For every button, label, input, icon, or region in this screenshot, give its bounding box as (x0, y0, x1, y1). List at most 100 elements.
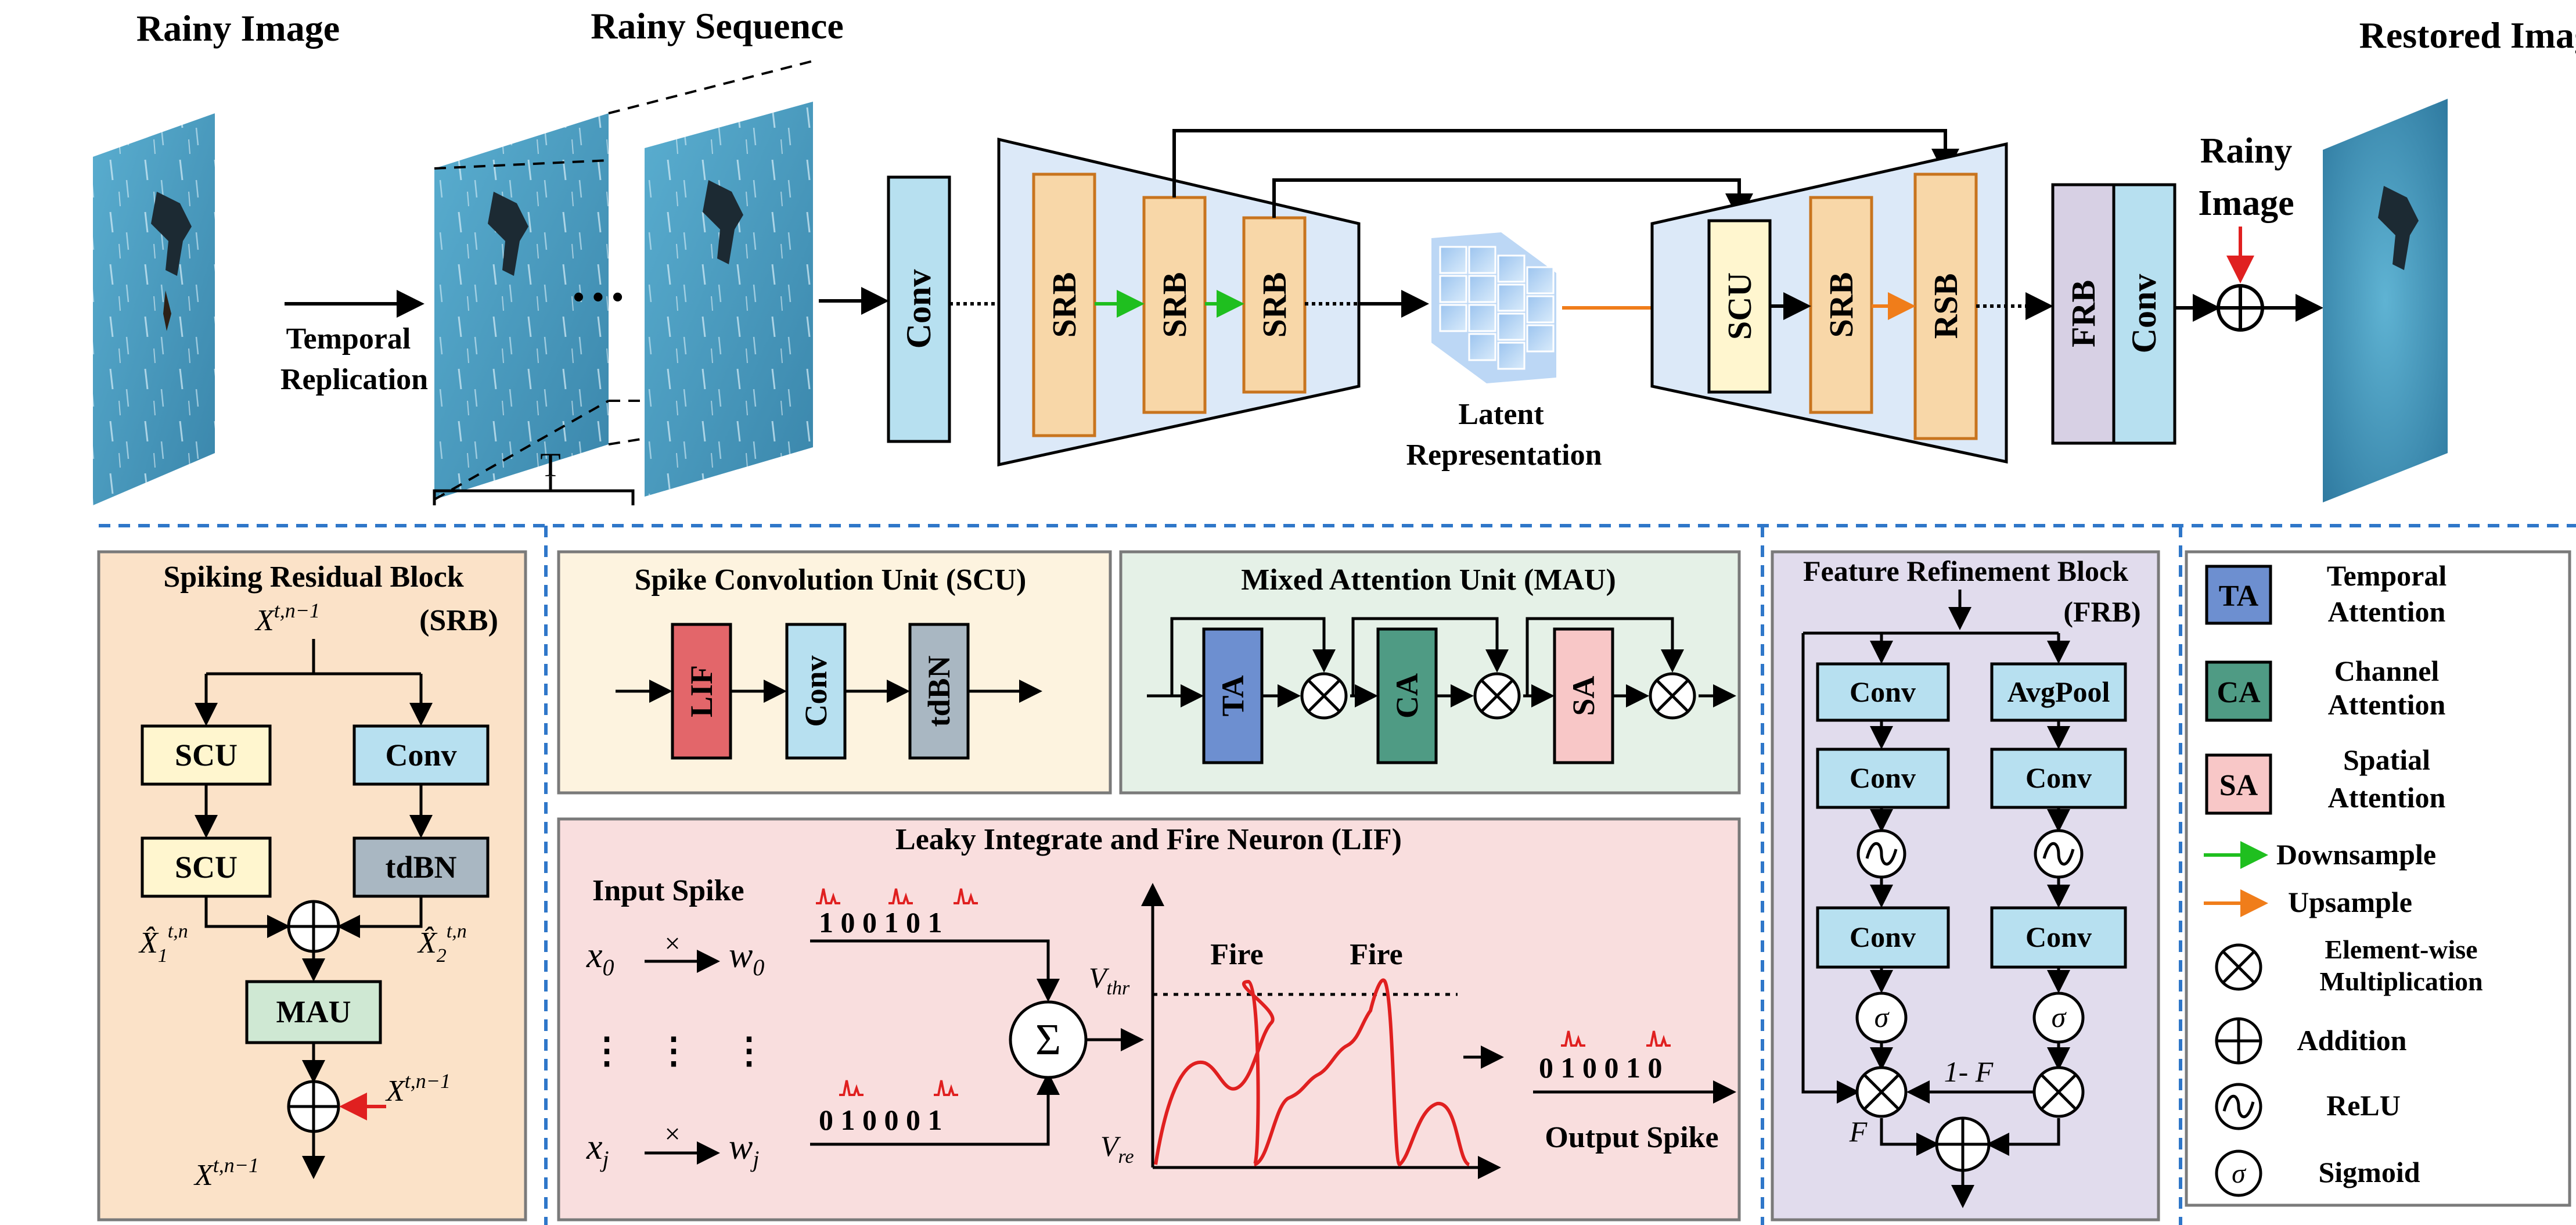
srb-block-2-label: SRB (1156, 272, 1193, 338)
lif-bits-top-line (810, 939, 1060, 1002)
scu-lif-label: LIF (684, 665, 719, 717)
frb-panel-abbr: (FRB) (2063, 595, 2140, 628)
svg-text:Σ: Σ (1035, 1015, 1061, 1064)
srb-block-3-label: SRB (1255, 272, 1293, 338)
legend-elementwise-label-2: Multiplication (2319, 967, 2483, 996)
lif-spikes-top (816, 888, 978, 904)
legend-sa-label-1: Spatial (2343, 743, 2430, 776)
lif-spikes-bottom (839, 1080, 958, 1096)
srb-scu-2-label: SCU (175, 850, 238, 885)
svg-text:σ: σ (2052, 1001, 2067, 1033)
frb-conv-3-label: Conv (2025, 761, 2092, 794)
scu-tdbn-label: tdBN (922, 655, 956, 727)
frb-panel-title: Feature Refinement Block (1803, 555, 2128, 587)
legend-sigmoid-icon: σ (2215, 1149, 2262, 1197)
lif-bits-bottom-line (810, 1072, 1060, 1146)
srb-block-3 (1242, 216, 1307, 394)
sequence-dashed-connectors (434, 60, 814, 501)
section-separators (99, 524, 2576, 1225)
legend-downsample-label: Downsample (2276, 838, 2436, 871)
mau-mult-ops (1300, 672, 1696, 720)
mau-panel-title: Mixed Attention Unit (MAU) (1241, 563, 1616, 597)
srb-block-1 (1032, 173, 1096, 437)
legend-ca-swatch (2205, 660, 2272, 722)
skip-connection-inner (1272, 178, 1753, 221)
scu-lif (671, 623, 732, 760)
legend-ca-abbr: CA (2217, 676, 2261, 709)
scu-conv (785, 623, 847, 760)
skip-connection-outer (1172, 129, 1959, 197)
lif-out-bits: 0 1 0 0 1 0 (1539, 1051, 1663, 1084)
srb-tdbn-label: tdBN (385, 850, 456, 885)
legend-sigmoid-label: Sigmoid (2318, 1156, 2420, 1188)
legend-relu-label: ReLU (2326, 1089, 2401, 1122)
rsb-block-decoder-label: RSB (1927, 274, 1965, 339)
frb-conv-1-label: Conv (1850, 676, 1916, 708)
srb-panel-title: Spiking Residual Block (163, 561, 463, 594)
frb-mult-ops (1855, 1066, 2085, 1118)
frb-conv-4 (1816, 906, 1950, 969)
legend-upsample-label: Upsample (2288, 886, 2412, 918)
legend-ta-abbr: TA (2219, 580, 2259, 613)
srb-scu-1 (141, 724, 272, 786)
mau-sa (1553, 627, 1614, 764)
scu-panel-title: Spike Convolution Unit (SCU) (635, 563, 1027, 597)
lif-output-spike-label: Output Spike (1545, 1121, 1718, 1154)
legend-ta-label-2: Attention (2328, 595, 2446, 628)
frb-conv-3 (1990, 748, 2127, 809)
legend-multiplication-icon (2215, 943, 2262, 991)
frb-conv-1 (1816, 662, 1950, 722)
srb-add-1 (287, 900, 340, 953)
latent-label-1: Latent (1458, 398, 1544, 431)
frb-add-op (1935, 1116, 1991, 1172)
scu-conv-label: Conv (798, 655, 833, 727)
lif-fire-2: Fire (1350, 938, 1402, 971)
restored-image (2323, 99, 2448, 502)
srb-panel-arrows (195, 639, 433, 1179)
mau-sa-label: SA (1566, 676, 1601, 716)
rainy-sequence-frame-2 (645, 102, 813, 497)
lif-bits-top: 1 0 0 1 0 1 (819, 906, 942, 939)
legend-ca-label-1: Channel (2334, 655, 2440, 687)
lif-membrane-curve (1154, 978, 1470, 1167)
legend-sa-label-2: Attention (2328, 781, 2446, 814)
legend-elementwise-label-1: Element-wise (2325, 935, 2477, 964)
frb-f: F (1849, 1115, 1868, 1148)
legend-addition-icon (2215, 1017, 2262, 1065)
scu-tdbn (908, 623, 970, 760)
srb-scu-2 (141, 836, 272, 898)
restored-image-title: Restored Image (2359, 15, 2576, 56)
mau-panel-arrows (1147, 617, 1736, 707)
legend-sa-abbr: SA (2219, 769, 2258, 802)
rainy-sequence-frame-1 (434, 113, 609, 500)
sequence-ellipsis: • • • (573, 279, 624, 315)
rainy-image-small-label-2: Image (2198, 184, 2294, 223)
legend-ta-swatch (2205, 565, 2272, 625)
scu-block-decoder-label: SCU (1721, 272, 1758, 340)
conv-block-tail-label: Conv (2125, 274, 2163, 354)
lif-vdots: ⋮ (589, 1032, 625, 1071)
legend-ta-label-1: Temporal (2327, 559, 2447, 592)
rainy-sequence-title: Rainy Sequence (591, 5, 844, 46)
rainy-image-small-label-1: Rainy (2200, 131, 2292, 171)
srb-block-decoder-label: SRB (1822, 272, 1860, 338)
srb-conv (352, 724, 490, 786)
frb-conv-2 (1816, 748, 1950, 809)
conv-block-head (887, 175, 951, 443)
lif-input-spike: Input Spike (592, 874, 744, 907)
frb-block-label: FRB (2064, 280, 2102, 347)
rainy-image-title: Rainy Image (136, 8, 340, 49)
conv-block-tail (2112, 183, 2176, 445)
rainy-input-image (93, 113, 215, 505)
srb-scu-1-label: SCU (175, 738, 238, 773)
svg-text:σ: σ (1875, 1001, 1890, 1033)
frb-conv-4-label: Conv (1850, 921, 1916, 953)
conv-block-head-label: Conv (900, 270, 938, 349)
srb-panel-abbr: (SRB) (419, 604, 498, 637)
srb-mau (245, 980, 382, 1044)
addition-op-top (2217, 284, 2264, 332)
frb-conv-2-label: Conv (1850, 761, 1916, 794)
t-label: T (540, 446, 560, 484)
legend-sa-swatch (2205, 753, 2272, 815)
frb-avgpool (1990, 662, 2127, 722)
